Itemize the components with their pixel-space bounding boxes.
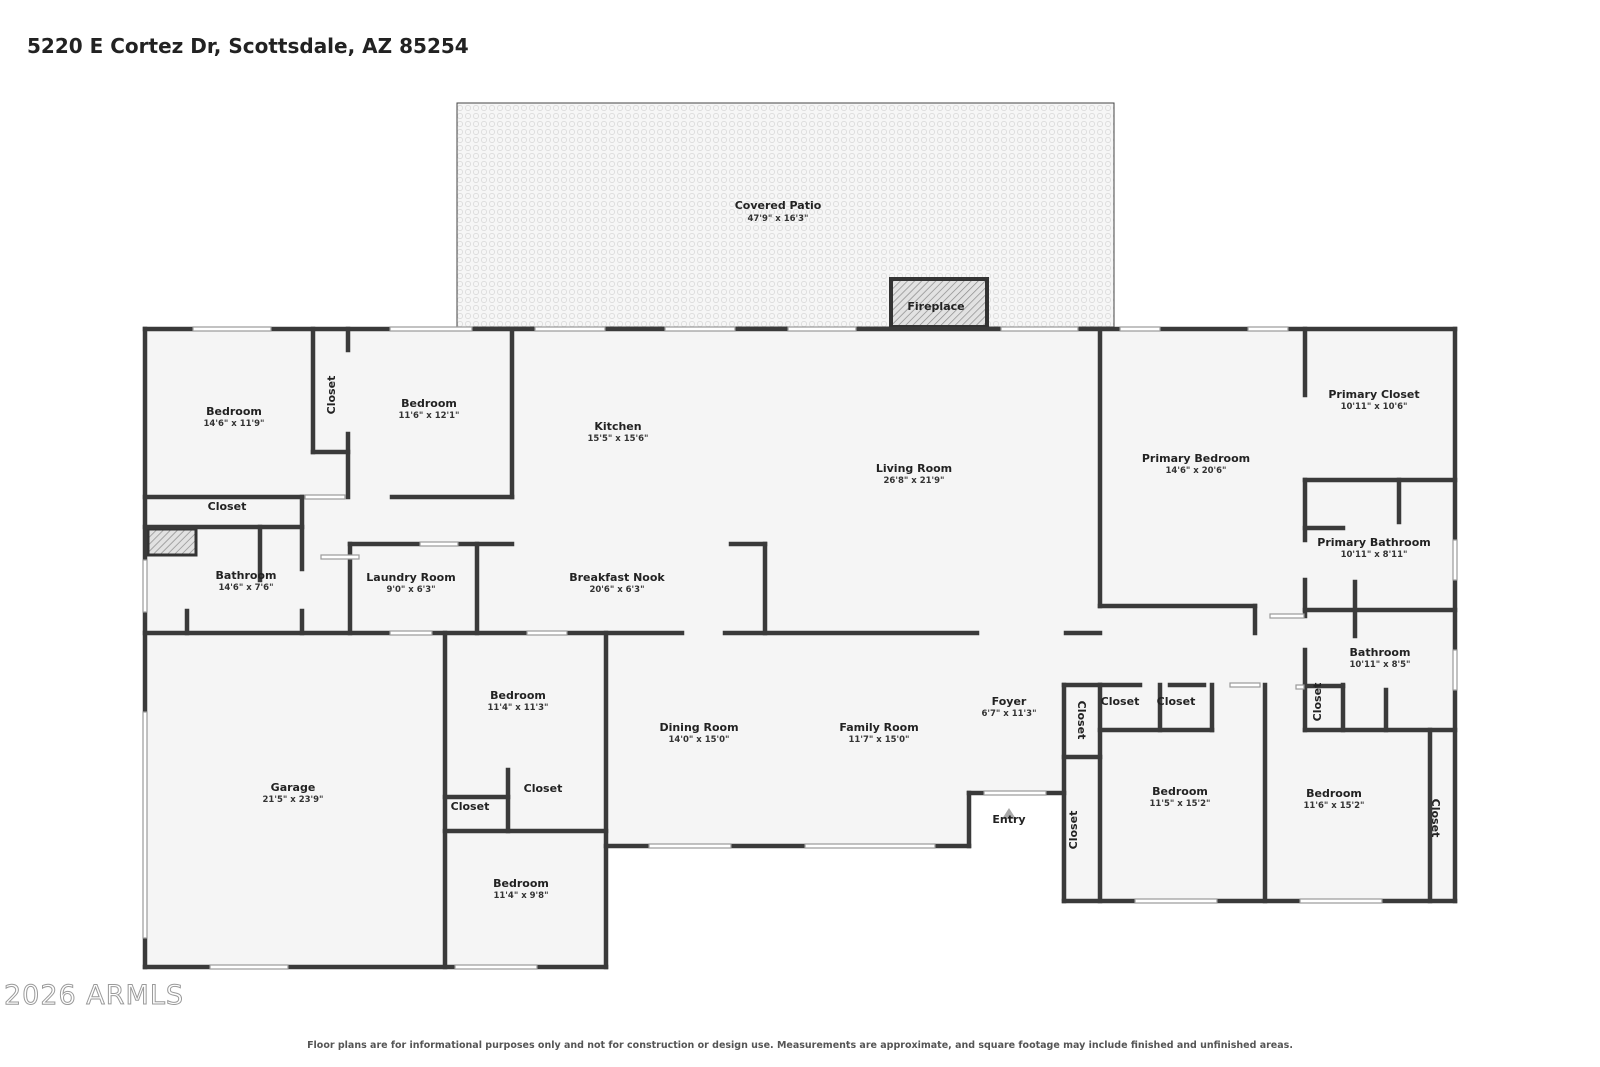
- room-name: Bedroom: [1306, 787, 1362, 800]
- room-dims: 10'11" x 8'5": [1350, 660, 1411, 670]
- room-name: Fireplace: [907, 300, 964, 313]
- room-name: Closet: [1429, 799, 1442, 838]
- room-dims: 14'6" x 7'6": [218, 583, 273, 593]
- covered-patio-area: [456, 102, 1115, 328]
- room-dims: 6'7" x 11'3": [981, 709, 1036, 719]
- room-name: Closet: [524, 782, 563, 795]
- room-dims: 14'0" x 15'0": [669, 735, 730, 745]
- room-dims: 10'11" x 8'11": [1341, 550, 1408, 560]
- room-name: Bedroom: [206, 405, 262, 418]
- windows: [142, 326, 1458, 970]
- armls-watermark: 2026 ARMLS: [3, 980, 185, 1012]
- room-name: Primary Bathroom: [1317, 536, 1430, 549]
- room-dims: 47'9" x 16'3": [748, 214, 809, 224]
- room-name: Closet: [1157, 695, 1196, 708]
- room-name: Closet: [1311, 683, 1324, 722]
- room-name: Bathroom: [1350, 646, 1411, 659]
- bathroom-hatch: [146, 527, 198, 557]
- room-name: Bedroom: [493, 877, 549, 890]
- room-dims: 11'4" x 11'3": [488, 703, 549, 713]
- footer-disclaimer: Floor plans are for informational purpos…: [307, 1040, 1293, 1051]
- room-name: Closet: [1075, 701, 1088, 740]
- room-dims: 20'6" x 6'3": [589, 585, 644, 595]
- room-dims: 11'4" x 9'8": [493, 891, 548, 901]
- room-dims: 11'5" x 15'2": [1150, 799, 1211, 809]
- room-name: Laundry Room: [366, 571, 455, 584]
- property-address: 5220 E Cortez Dr, Scottsdale, AZ 85254: [27, 34, 469, 58]
- room-dims: 26'8" x 21'9": [884, 476, 945, 486]
- room-dims: 21'5" x 23'9": [263, 795, 324, 805]
- room-dims: 9'0" x 6'3": [386, 585, 435, 595]
- room-name: Closet: [208, 500, 247, 513]
- room-name: Primary Bedroom: [1142, 452, 1250, 465]
- room-dims: 10'11" x 10'6": [1341, 402, 1408, 412]
- room-name: Closet: [1067, 811, 1080, 850]
- room-name: Primary Closet: [1328, 388, 1419, 401]
- room-dims: 14'6" x 11'9": [204, 419, 265, 429]
- room-name: Bedroom: [1152, 785, 1208, 798]
- room-dims: 15'5" x 15'6": [588, 434, 649, 444]
- room-name: Dining Room: [659, 721, 738, 734]
- room-name: Closet: [325, 376, 338, 415]
- entry-arrow-icon: [1002, 808, 1016, 819]
- room-name: Foyer: [992, 695, 1027, 708]
- room-name: Closet: [451, 800, 490, 813]
- room-dims: 14'6" x 20'6": [1166, 466, 1227, 476]
- room-labels: Covered Patio 47'9" x 16'3" Fireplace Be…: [204, 199, 1442, 901]
- room-dims: 11'6" x 15'2": [1304, 801, 1365, 811]
- room-name: Breakfast Nook: [569, 571, 665, 584]
- room-name: Living Room: [876, 462, 952, 475]
- room-name: Garage: [271, 781, 316, 794]
- room-dims: 11'7" x 15'0": [849, 735, 910, 745]
- room-name: Bedroom: [401, 397, 457, 410]
- room-name: Covered Patio: [735, 199, 822, 212]
- room-name: Bathroom: [216, 569, 277, 582]
- room-dims: 11'6" x 12'1": [399, 411, 460, 421]
- room-name: Bedroom: [490, 689, 546, 702]
- room-name: Entry: [992, 813, 1025, 826]
- room-name: Closet: [1101, 695, 1140, 708]
- room-name: Family Room: [839, 721, 918, 734]
- building-floor: [145, 329, 1455, 967]
- room-name: Kitchen: [594, 420, 641, 433]
- fireplace-hearth: [889, 277, 989, 329]
